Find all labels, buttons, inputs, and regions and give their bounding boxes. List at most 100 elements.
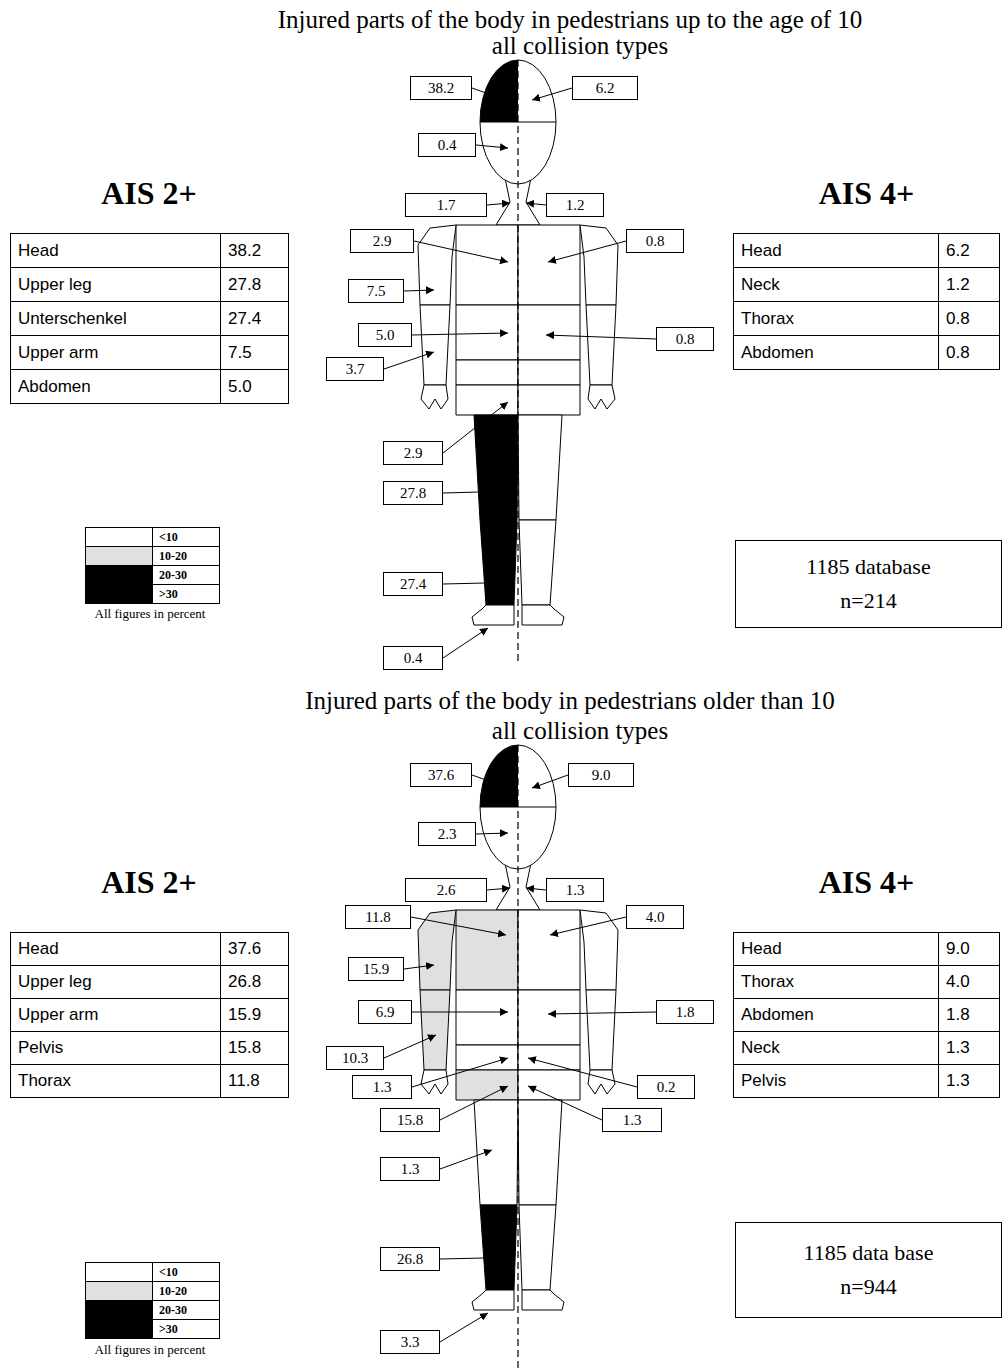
callout-box: 10.3 — [326, 1046, 384, 1070]
callout-number: 0.8 — [646, 232, 665, 250]
table-cell-region: Head — [733, 932, 939, 966]
callout-number: 9.0 — [592, 766, 611, 784]
callout-box: 1.3 — [546, 878, 604, 902]
leader-line — [412, 333, 508, 335]
legend-row: >30 — [85, 1319, 220, 1339]
legend-swatch — [85, 1262, 153, 1282]
body-region — [518, 415, 562, 520]
leader-line — [528, 1086, 602, 1120]
callout-number: 1.2 — [566, 196, 585, 214]
body-region — [456, 1045, 518, 1070]
database-box: 1185 data base n=944 — [735, 1222, 1002, 1318]
callout-number: 1.3 — [373, 1078, 392, 1096]
callout-box: 1.2 — [546, 193, 604, 217]
legend-text: <10 — [152, 527, 220, 547]
callout-box: 5.0 — [358, 323, 412, 347]
table-cell-region: Upper arm — [10, 335, 221, 370]
callout-number: 6.2 — [596, 79, 615, 97]
table-cell-value: 5.0 — [220, 369, 289, 404]
legend-text: >30 — [152, 584, 220, 604]
body-region — [518, 1045, 580, 1070]
callout-box: 6.9 — [358, 1000, 412, 1024]
callout-box: 0.4 — [418, 133, 476, 157]
table-cell-region: Pelvis — [10, 1031, 221, 1065]
leader-line — [532, 775, 568, 788]
callout-number: 11.8 — [365, 908, 391, 926]
body-region — [518, 385, 580, 415]
table-cell-region: Upper leg — [10, 965, 221, 999]
callout-box: 3.3 — [380, 1330, 440, 1354]
table-cell-region: Upper leg — [10, 267, 221, 302]
table-cell-region: Neck — [733, 267, 939, 302]
callout-box: 1.3 — [602, 1108, 662, 1132]
leader-line — [472, 88, 500, 98]
callout-number: 1.8 — [676, 1003, 695, 1021]
callout-number: 1.3 — [623, 1111, 642, 1129]
legend-row: <10 — [85, 527, 220, 547]
callout-box: 27.4 — [383, 572, 443, 596]
leader-line — [443, 583, 485, 584]
table-cell-region: Head — [733, 233, 939, 268]
panel-title: Injured parts of the body in pedestrians… — [140, 5, 1000, 35]
body-region — [420, 990, 450, 1070]
body-region — [421, 1070, 448, 1094]
legend-text: 20-30 — [152, 565, 220, 585]
legend-swatch — [85, 1319, 153, 1339]
callout-number: 7.5 — [367, 282, 386, 300]
table-cell-value: 1.3 — [938, 1031, 1000, 1065]
callout-number: 27.4 — [400, 575, 426, 593]
callout-box: 38.2 — [410, 76, 472, 100]
callout-number: 1.3 — [401, 1160, 420, 1178]
leader-line — [443, 628, 488, 658]
callout-number: 6.9 — [376, 1003, 395, 1021]
body-region — [522, 605, 564, 625]
legend-swatch — [85, 527, 153, 547]
leader-line — [443, 492, 479, 493]
leader-line — [443, 402, 508, 453]
table-cell-value: 1.2 — [938, 267, 1000, 302]
table-cell-value: 1.8 — [938, 998, 1000, 1032]
leader-line — [384, 1035, 436, 1058]
severity-heading: AIS 4+ — [733, 862, 1000, 902]
legend-row: 20-30 — [85, 565, 220, 585]
callout-box: 15.9 — [348, 957, 404, 981]
legend-note: All figures in percent — [55, 606, 245, 622]
leader-line — [526, 203, 546, 205]
callout-box: 0.4 — [383, 646, 443, 670]
severity-heading: AIS 2+ — [10, 862, 288, 902]
callout-box: 7.5 — [348, 279, 404, 303]
body-region — [480, 520, 517, 605]
body-region — [518, 360, 580, 385]
leader-line — [472, 775, 500, 785]
callout-box: 9.0 — [568, 763, 634, 787]
body-region — [420, 305, 450, 385]
legend-text: 10-20 — [152, 1281, 220, 1301]
leader-line — [412, 1012, 508, 1013]
callout-box: 2.6 — [405, 878, 487, 902]
callout-number: 38.2 — [428, 79, 454, 97]
table-cell-value: 0.8 — [938, 301, 1000, 336]
legend-text: 20-30 — [152, 1300, 220, 1320]
callout-box: 1.8 — [656, 1000, 714, 1024]
legend-row: 10-20 — [85, 546, 220, 566]
callout-number: 37.6 — [428, 766, 454, 784]
body-region — [456, 1070, 518, 1100]
body-region — [522, 1290, 564, 1310]
table-cell-value: 27.4 — [220, 301, 289, 336]
callout-number: 26.8 — [397, 1250, 423, 1268]
panel-subtitle: all collision types — [150, 31, 1007, 61]
callout-number: 2.9 — [404, 444, 423, 462]
legend-swatch — [85, 546, 153, 566]
callout-box: 26.8 — [380, 1247, 440, 1271]
table-cell-value: 15.8 — [220, 1031, 289, 1065]
midline — [517, 745, 518, 1368]
callout-number: 2.3 — [438, 825, 457, 843]
leader-line — [526, 888, 546, 890]
legend-row: 10-20 — [85, 1281, 220, 1301]
table-cell-value: 9.0 — [938, 932, 1000, 966]
database-text: 1185 data base n=944 — [784, 1236, 954, 1304]
leader-line — [412, 1058, 508, 1087]
body-region — [588, 385, 615, 409]
callout-number: 0.2 — [657, 1078, 676, 1096]
callout-box: 1.3 — [380, 1157, 440, 1181]
